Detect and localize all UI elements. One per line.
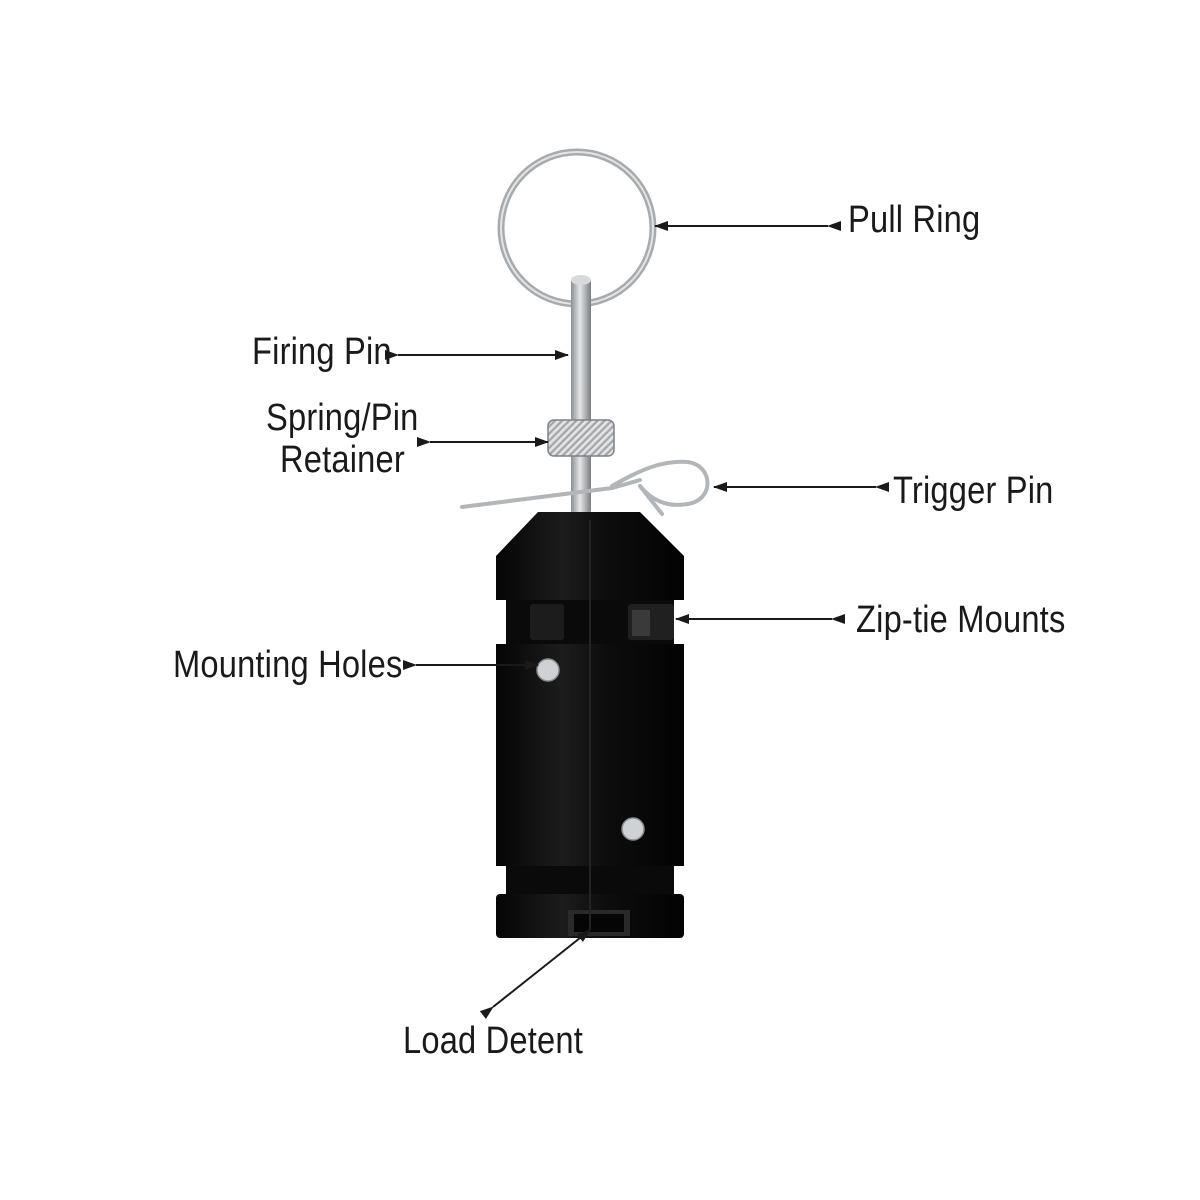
label-zip-tie-mounts: Zip-tie Mounts: [856, 599, 1066, 641]
label-pull-ring: Pull Ring: [848, 199, 981, 241]
firing-pin: [571, 275, 591, 516]
mounting-hole-lower: [621, 817, 645, 841]
mounting-hole-upper: [536, 658, 560, 682]
label-spring-pin-line1: Spring/Pin: [266, 397, 419, 439]
device-body: [496, 512, 684, 938]
label-spring-pin-line2: Retainer: [280, 439, 405, 481]
label-trigger-pin: Trigger Pin: [893, 470, 1054, 512]
spring-pin-retainer: [547, 419, 615, 457]
arrow-load-detent: [479, 929, 591, 1019]
label-firing-pin: Firing Pin: [252, 331, 392, 373]
label-load-detent: Load Detent: [403, 1020, 583, 1062]
label-mounting-holes: Mounting Holes: [173, 644, 403, 686]
trigger-pin: [460, 459, 710, 516]
leader-arrows: [385, 221, 889, 1019]
